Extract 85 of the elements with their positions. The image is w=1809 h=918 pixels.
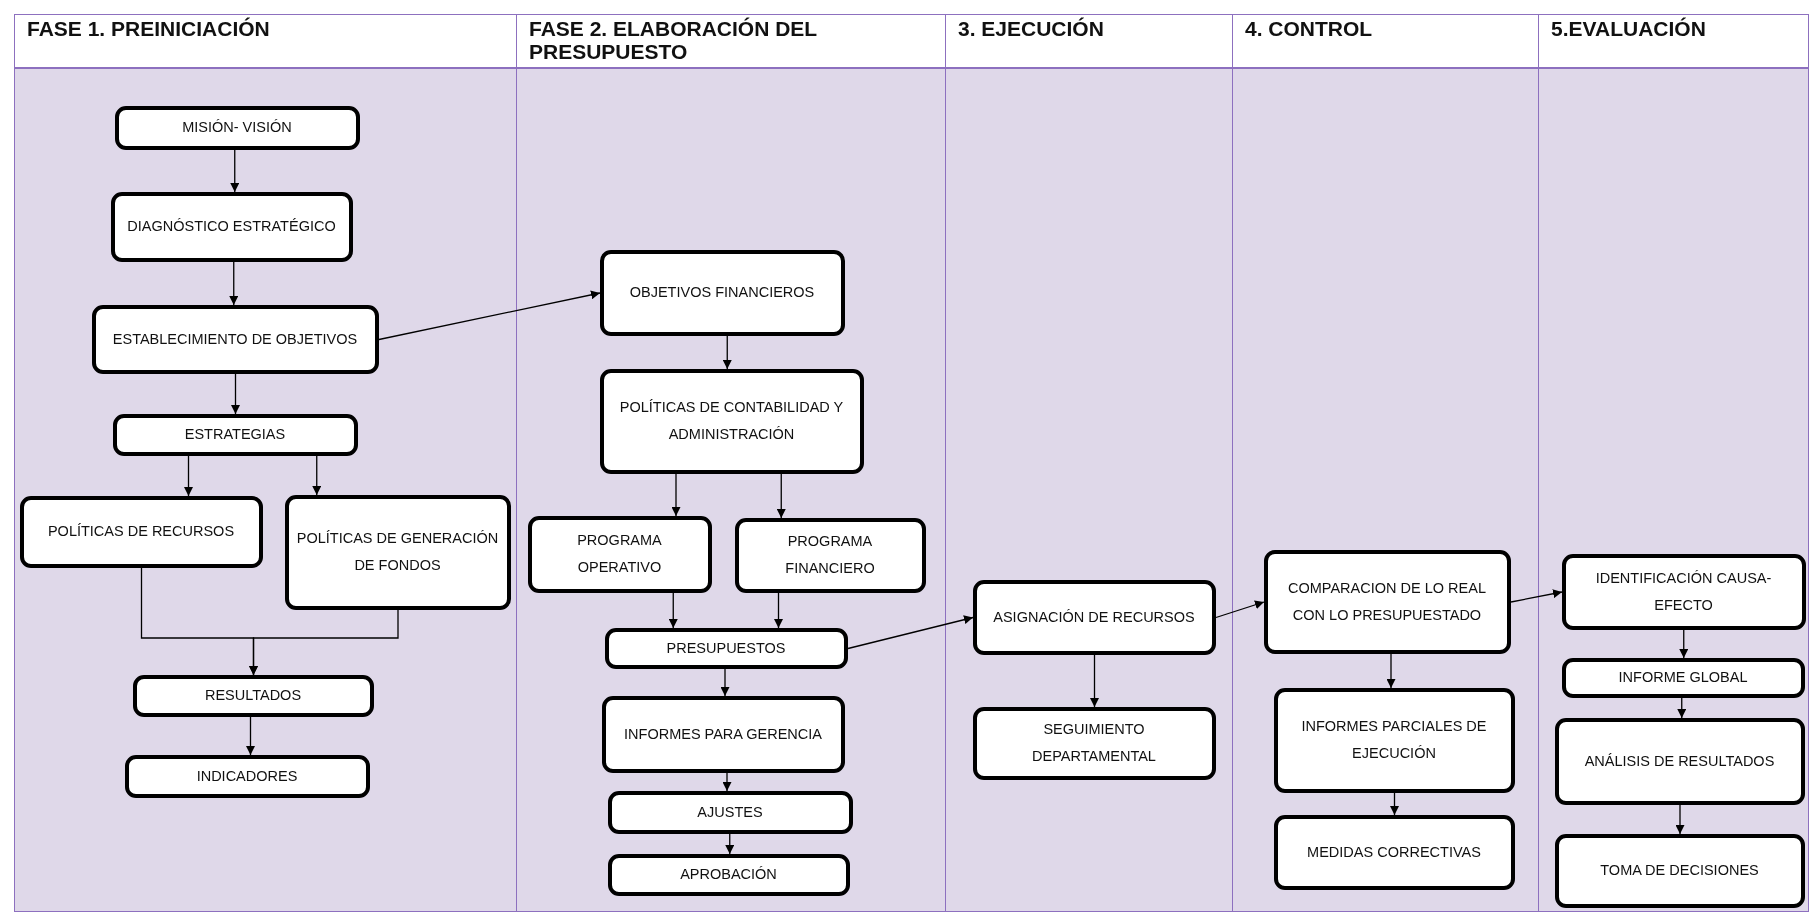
box-label: ASIGNACIÓN DE RECURSOS	[992, 607, 1196, 627]
swimlane	[1538, 14, 1809, 912]
arrow	[1386, 653, 1396, 689]
box-label: RESULTADOS	[203, 686, 303, 705]
lane-heading: 3. EJECUCIÓN	[958, 17, 1105, 40]
process-box	[1273, 814, 1515, 890]
process-box	[1554, 717, 1805, 805]
box-label: TOMA DE DECISIONES	[1599, 861, 1760, 880]
arrow	[776, 473, 786, 519]
arrow	[722, 335, 732, 370]
process-box	[112, 413, 358, 456]
arrow	[1675, 804, 1685, 835]
arrow	[671, 473, 681, 517]
arrow	[312, 455, 322, 496]
box-label: MEDIDAS CORRECTIVAS	[1306, 842, 1482, 862]
box-label: INFORMES PARA GERENCIA	[623, 724, 823, 744]
box-label: INDICADORES	[195, 766, 299, 786]
arrow	[668, 592, 678, 629]
process-box	[607, 853, 850, 896]
swimlane	[14, 14, 517, 912]
arrow	[230, 149, 240, 193]
arrow	[246, 716, 255, 756]
box-label: ESTABLECIMIENTO DE OBJETIVOS	[111, 329, 359, 349]
box-label: SEGUIMIENTO DEPARTAMENTAL	[1031, 720, 1157, 766]
box-label: INFORMES PARCIALES DE EJECUCIÓN	[1300, 717, 1488, 763]
process-box	[604, 627, 848, 669]
box-label: OBJETIVOS FINANCIEROS	[628, 283, 816, 302]
lane-heading: 4. CONTROL	[1245, 17, 1374, 40]
box-label: POLÍTICAS DE GENERACIÓN DE FONDOS	[295, 529, 500, 575]
process-box	[19, 495, 263, 568]
arrow	[1679, 629, 1689, 659]
swimlane	[1232, 14, 1539, 912]
arrow	[1215, 600, 1265, 619]
process-box	[1561, 657, 1805, 698]
swimlane	[945, 14, 1233, 912]
process-box	[972, 579, 1216, 655]
box-label: APROBACIÓN	[679, 865, 778, 884]
lane-heading: FASE 1. PREINICIACIÓN	[27, 17, 271, 40]
box-label: PROGRAMA OPERATIVO	[576, 531, 663, 577]
process-box	[599, 368, 864, 474]
arrow	[774, 592, 783, 629]
box-label: PRESUPUESTOS	[665, 638, 787, 658]
process-box	[91, 304, 379, 374]
process-box	[734, 517, 926, 593]
process-box	[1554, 833, 1805, 908]
box-label: IDENTIFICACIÓN CAUSA-EFECTO	[1594, 568, 1773, 615]
box-label: POLÍTICAS DE RECURSOS	[46, 522, 236, 541]
process-box	[607, 790, 853, 834]
arrow	[1390, 792, 1399, 816]
process-box	[114, 105, 360, 150]
arrow	[249, 609, 399, 676]
process-box	[1263, 549, 1511, 654]
process-box	[132, 674, 374, 717]
arrow	[231, 373, 240, 415]
process-box	[599, 249, 845, 336]
swimlane	[516, 14, 946, 912]
arrow	[722, 772, 732, 792]
arrow	[720, 668, 730, 697]
box-label: ESTRATEGIAS	[183, 425, 287, 444]
box-label: DIAGNÓSTICO ESTRATÉGICO	[126, 217, 337, 236]
process-box	[527, 515, 712, 593]
lane-heading: 5.EVALUACIÓN	[1551, 17, 1707, 40]
box-label: INFORME GLOBAL	[1617, 668, 1749, 687]
process-box	[972, 706, 1216, 780]
box-label: PROGRAMA FINANCIERO	[784, 532, 876, 578]
arrow	[184, 455, 193, 497]
box-label: POLÍTICAS DE CONTABILIDAD Y ADMINISTRACIÓN	[618, 398, 845, 444]
box-label: COMPARACION DE LO REAL CON LO PRESUPUESTADO	[1287, 578, 1487, 625]
arrow	[1510, 589, 1563, 603]
process-box	[124, 754, 370, 798]
process-box	[1273, 687, 1515, 793]
process-box	[284, 494, 511, 610]
arrow	[229, 261, 239, 306]
arrow	[847, 615, 974, 650]
box-label: MISIÓN- VISIÓN	[181, 118, 293, 137]
process-box	[1561, 553, 1806, 630]
box-label: AJUSTES	[696, 802, 764, 822]
arrow	[1090, 654, 1099, 708]
lane-heading: FASE 2. ELABORACIÓN DEL PRESUPUESTO	[529, 17, 818, 63]
arrow	[378, 290, 601, 341]
process-box	[601, 695, 845, 773]
box-label: ANÁLISIS DE RESULTADOS	[1583, 751, 1776, 771]
process-box	[110, 191, 353, 262]
arrow	[1677, 697, 1687, 719]
arrow	[725, 833, 735, 855]
